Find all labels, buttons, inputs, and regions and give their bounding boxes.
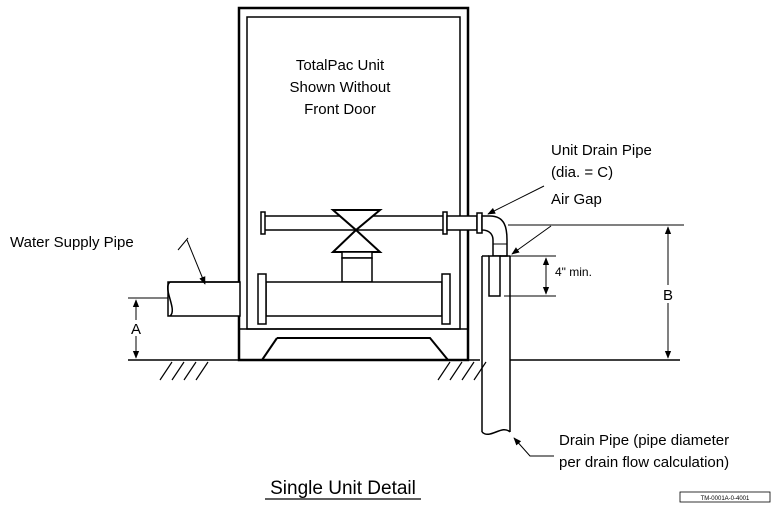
dimension-a — [128, 297, 168, 359]
unit-drain-pipe-label-line-1: Unit Drain Pipe — [551, 142, 652, 159]
drain-pipe-label-line-1: Drain Pipe (pipe diameter — [559, 432, 729, 449]
drain-pipe-label-line-2: per drain flow calculation) — [559, 454, 729, 471]
diagram-title: Single Unit Detail — [270, 478, 416, 499]
unit-label-line-3: Front Door — [304, 101, 376, 118]
unit-drain-pipe-label-line-2: (dia. = C) — [551, 164, 613, 181]
valve-icon — [330, 209, 383, 283]
min-dimension-label: 4" min. — [555, 265, 592, 279]
water-supply-pipe — [167, 281, 241, 317]
floor-drain-pipe — [481, 255, 511, 435]
dimension-4in-min — [504, 255, 556, 297]
unit-label-line-2: Shown Without — [290, 79, 392, 96]
dimension-a-label: A — [131, 321, 141, 338]
lower-manifold-pipe — [257, 273, 451, 325]
unit-drain-pipe — [476, 212, 508, 297]
unit-label-line-1: TotalPac Unit — [296, 57, 385, 74]
air-gap-label: Air Gap — [551, 191, 602, 208]
floor — [128, 359, 680, 381]
figure-code-box: TM-0001A-0-4001 — [679, 491, 771, 503]
figure-code: TM-0001A-0-4001 — [701, 496, 750, 502]
dimension-b — [508, 224, 684, 359]
dimension-b-label: B — [663, 287, 673, 304]
water-supply-pipe-label: Water Supply Pipe — [10, 234, 134, 251]
leader-lines — [177, 185, 554, 457]
